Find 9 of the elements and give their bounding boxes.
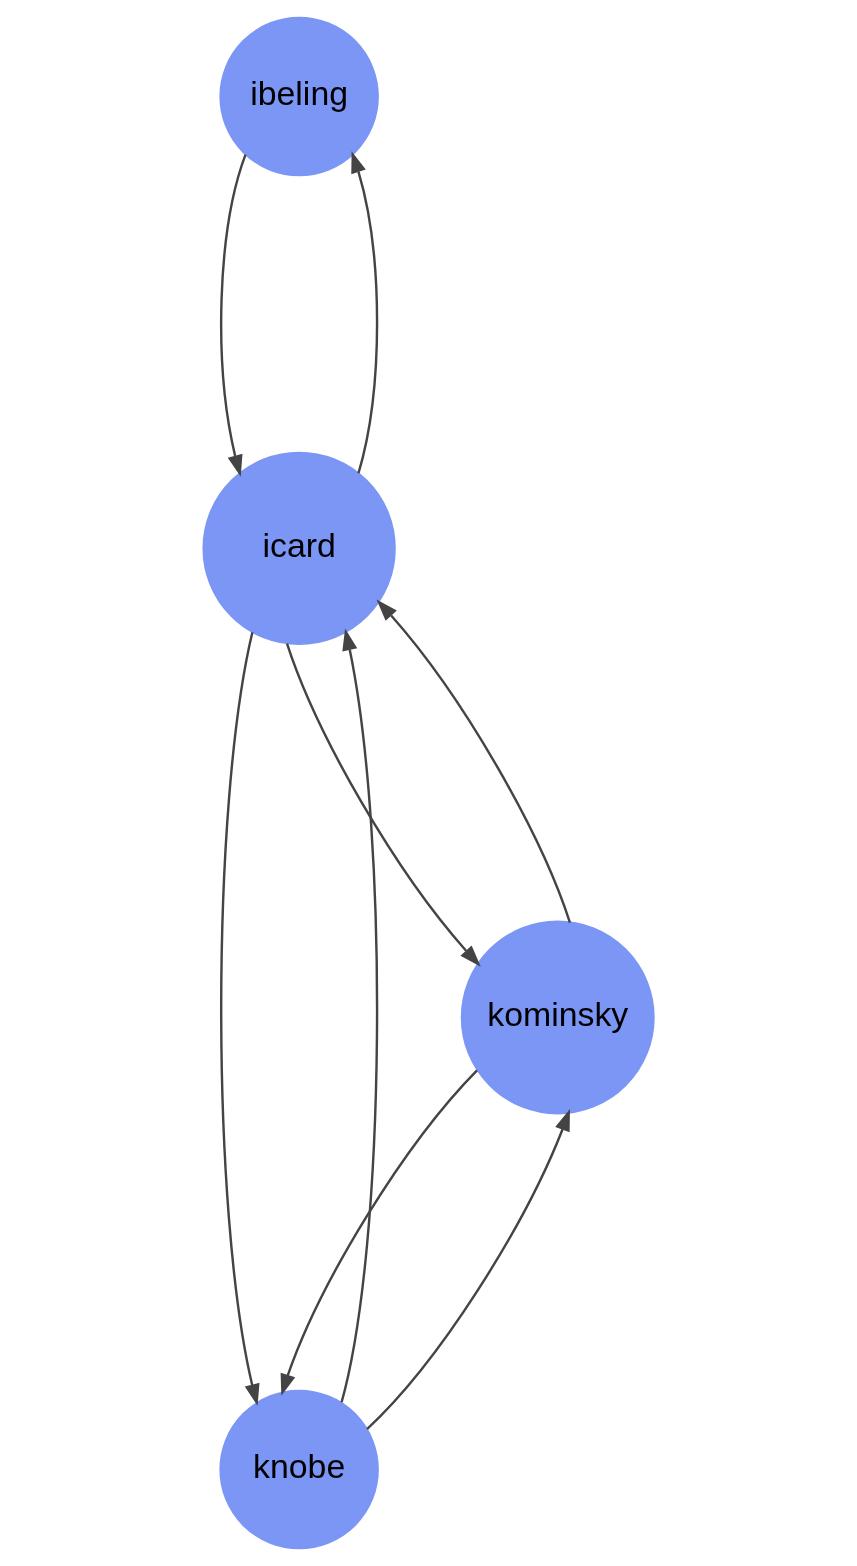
arrow	[220, 154, 247, 477]
arrow	[280, 1069, 478, 1396]
arrow	[340, 628, 379, 1403]
arrow	[220, 631, 260, 1406]
arrow	[376, 599, 572, 923]
arrow	[285, 643, 481, 967]
arrow	[351, 151, 379, 474]
arrow	[366, 1109, 570, 1430]
node-circle: knobe	[219, 1389, 379, 1550]
